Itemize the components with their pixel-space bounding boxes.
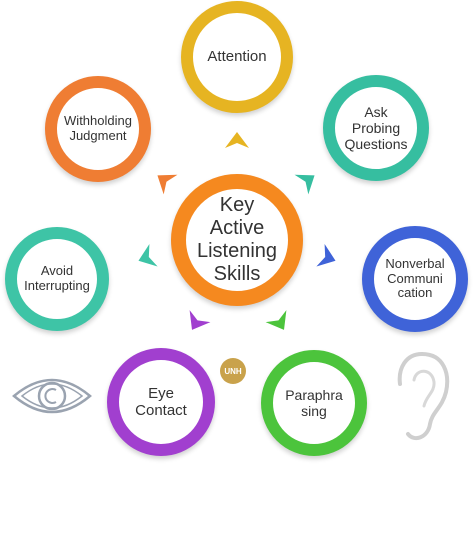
skill-circle-ask-probing: Ask Probing Questions xyxy=(323,75,429,181)
skill-circle-withholding-judgment: Withholding Judgment xyxy=(45,76,151,182)
ear-icon xyxy=(397,352,450,441)
arrow-to-paraphrasing xyxy=(265,310,287,330)
skill-circle-avoid-interrupting: Avoid Interrupting xyxy=(5,227,109,331)
eye-icon xyxy=(12,378,92,414)
center-circle-key-active-listening-skills: Key Active Listening Skills xyxy=(171,174,303,306)
skill-circle-attention: Attention xyxy=(181,1,293,113)
center-circle-key-active-listening-skills-label: Key Active Listening Skills xyxy=(196,194,278,285)
arrow-to-eye-contact xyxy=(189,310,211,330)
skill-circle-nonverbal-label: Nonverbal Communi cation xyxy=(385,255,445,301)
skill-circle-attention-label: Attention xyxy=(207,48,267,66)
skill-circle-eye-contact-label: Eye Contact xyxy=(135,384,187,419)
arrow-to-avoid-interrupting xyxy=(138,243,158,267)
skill-circle-avoid-interrupting-label: Avoid Interrupting xyxy=(24,263,90,293)
skill-circle-eye-contact: Eye Contact xyxy=(107,348,215,456)
skill-circle-withholding-judgment-label: Withholding Judgment xyxy=(64,113,132,143)
skill-circle-paraphrasing: Paraphra sing xyxy=(261,350,367,456)
arrow-to-nonverbal xyxy=(316,243,336,267)
skill-circle-nonverbal: Nonverbal Communi cation xyxy=(362,226,468,332)
arrow-to-ask-probing xyxy=(294,174,315,195)
skill-circle-paraphrasing-label: Paraphra sing xyxy=(285,386,343,419)
skill-circle-ask-probing-label: Ask Probing Questions xyxy=(344,103,408,153)
arrow-to-withholding-judgment xyxy=(157,174,178,195)
watermark-seal: UNH xyxy=(220,358,246,384)
arrow-to-attention xyxy=(225,132,249,148)
